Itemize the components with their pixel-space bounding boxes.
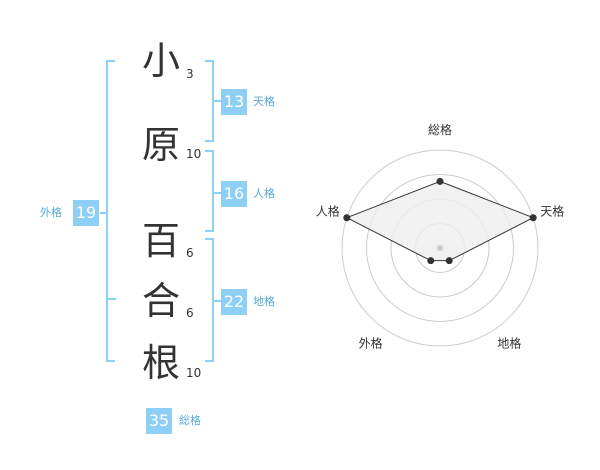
radar-point-1 — [436, 177, 444, 185]
jinkaku-badge: 16 — [221, 181, 247, 207]
jinkaku-bracket — [205, 150, 214, 232]
radar-point-2 — [529, 214, 537, 222]
radar-ring-3 — [366, 174, 514, 322]
radar-point-3 — [445, 257, 453, 265]
stroke-count-3: 6 — [186, 246, 194, 260]
tenkaku-badge: 13 — [221, 89, 247, 115]
chikaku-label: 地格 — [253, 295, 275, 308]
radar-center-dot — [437, 245, 443, 251]
radar-point-4 — [427, 257, 435, 265]
radar-area — [345, 180, 535, 262]
gaikaku-badge: 19 — [73, 200, 99, 226]
radar-axis-label-3: 地格 — [497, 335, 521, 350]
jinkaku-connector — [212, 192, 221, 194]
gaikaku-bracket — [106, 60, 115, 362]
radar-axis-label-2: 天格 — [540, 204, 564, 219]
name-char-1: 小 — [141, 39, 180, 83]
name-char-5: 根 — [141, 341, 180, 385]
name-char-4: 合 — [141, 279, 180, 323]
radar-ring-4 — [341, 149, 539, 347]
radar-axis-label-4: 外格 — [359, 335, 383, 350]
gaikaku-divider — [106, 298, 116, 300]
soukaku-label: 総格 — [179, 414, 201, 427]
gaikaku-connector — [100, 212, 108, 214]
chikaku-connector — [212, 300, 221, 302]
stroke-count-2: 10 — [186, 147, 202, 161]
radar-point-5 — [343, 214, 351, 222]
chikaku-badge: 22 — [221, 289, 247, 315]
tenkaku-label: 天格 — [253, 95, 275, 108]
name-char-3: 百 — [141, 219, 180, 263]
jinkaku-label: 人格 — [253, 187, 275, 200]
gaikaku-label: 外格 — [40, 206, 62, 219]
stroke-count-1: 3 — [186, 67, 194, 81]
tenkaku-connector — [212, 100, 221, 102]
name-char-2: 原 — [141, 123, 180, 167]
soukaku-badge: 35 — [146, 408, 172, 434]
stroke-count-4: 6 — [186, 306, 194, 320]
radar-axis-label-1: 総格 — [428, 122, 452, 137]
radar-axis-label-5: 人格 — [316, 204, 340, 219]
stroke-count-5: 10 — [186, 366, 202, 380]
